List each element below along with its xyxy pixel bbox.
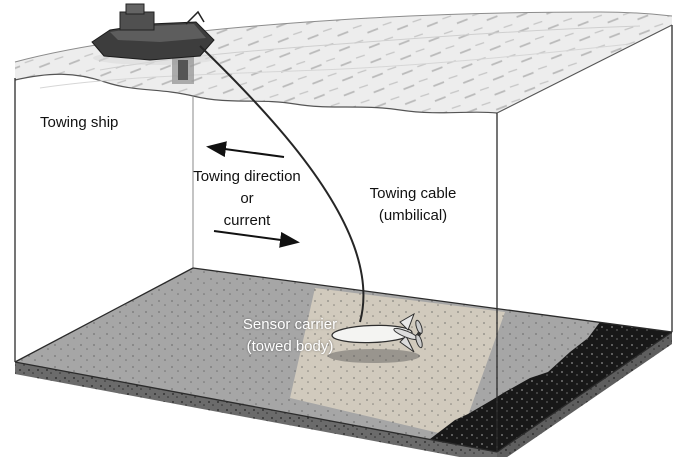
- propeller-blade-bottom: [415, 333, 423, 349]
- towing-ship: [91, 3, 217, 84]
- towing-direction-line3: current: [223, 212, 271, 229]
- direction-arrows: [206, 141, 300, 248]
- direction-arrow-left: [206, 141, 285, 158]
- sediment-strip: [15, 332, 672, 457]
- edge-floor-left: [14, 267, 194, 363]
- sensor-carrier-line1: Sensor carrier: [242, 316, 338, 333]
- towed-body-fin-upper: [399, 312, 415, 331]
- towing-direction-label: Towing direction or current: [181, 166, 313, 232]
- box-edges: [14, 24, 673, 453]
- edge-floor-front: [14, 361, 498, 453]
- towing-cable: [199, 45, 365, 323]
- surface-ripple-2: [39, 43, 631, 89]
- surface-front-edge: [14, 73, 498, 114]
- sensor-carrier-label: Sensor carrier (towed body): [225, 314, 355, 358]
- ship-crane: [185, 10, 205, 25]
- sensor-carrier-line2: (towed body): [246, 338, 334, 355]
- towed-body-hull: [331, 324, 413, 344]
- edge-surface-right: [496, 24, 673, 114]
- towing-direction-line2: or: [240, 190, 254, 207]
- ship-superstructure: [119, 11, 155, 31]
- edge-floor-back: [192, 267, 673, 333]
- towing-cable-line1: Towing cable: [369, 185, 457, 202]
- towing-cable-label: Towing cable (umbilical): [347, 183, 479, 227]
- towing-ship-label: Towing ship: [40, 114, 119, 131]
- seafloor: [15, 268, 672, 452]
- direction-arrow-right: [213, 230, 300, 248]
- propeller-hub: [417, 332, 421, 336]
- towed-body-fin-lower: [399, 335, 415, 353]
- towed-body: [328, 312, 423, 363]
- towing-cable-line2: (umbilical): [378, 207, 448, 224]
- towed-body-shadow: [328, 349, 420, 363]
- towing-direction-line1: Towing direction: [193, 168, 301, 185]
- propeller-blade-top: [415, 319, 423, 335]
- ship-bridge: [125, 3, 145, 15]
- edge-floor-right: [496, 331, 673, 453]
